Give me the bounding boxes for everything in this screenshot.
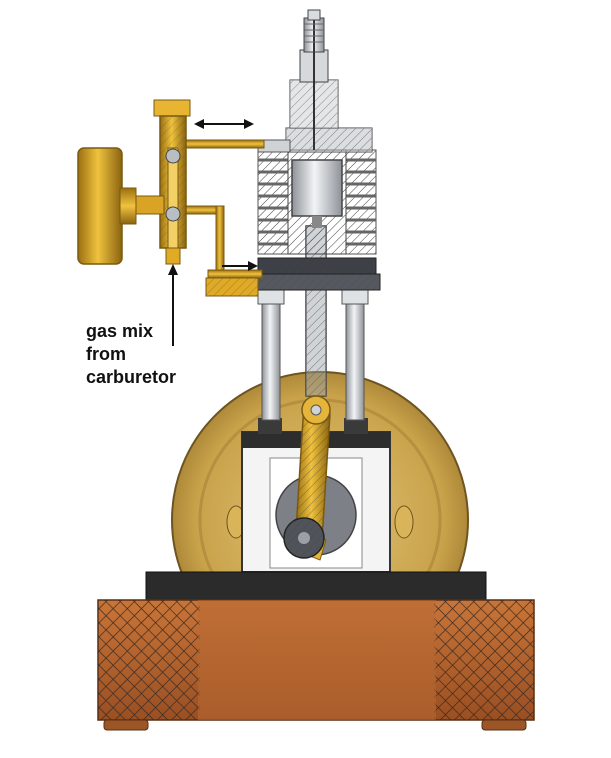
valve-assembly: [77, 99, 265, 297]
crank-arm: [283, 517, 327, 561]
annotation-line: carburetor: [86, 367, 177, 387]
fuel-pipes: [183, 139, 265, 297]
cylinder: [253, 9, 381, 291]
flow-arrow-icon: [222, 261, 258, 271]
engine-base: [97, 571, 535, 731]
gas-mix-annotation: gas mix from carburetor: [86, 320, 176, 389]
cooling-fins: [257, 149, 377, 255]
label-arrow-icon: [168, 264, 178, 346]
support-columns: [257, 289, 369, 421]
adjusting-wheel: [77, 147, 165, 265]
annotation-line: from: [86, 344, 126, 364]
valve-body: [153, 99, 191, 265]
cylinder-head: [257, 127, 373, 153]
double-arrow-icon: [194, 119, 254, 129]
spark-plug: [289, 9, 339, 150]
annotation-line: gas mix: [86, 321, 154, 341]
